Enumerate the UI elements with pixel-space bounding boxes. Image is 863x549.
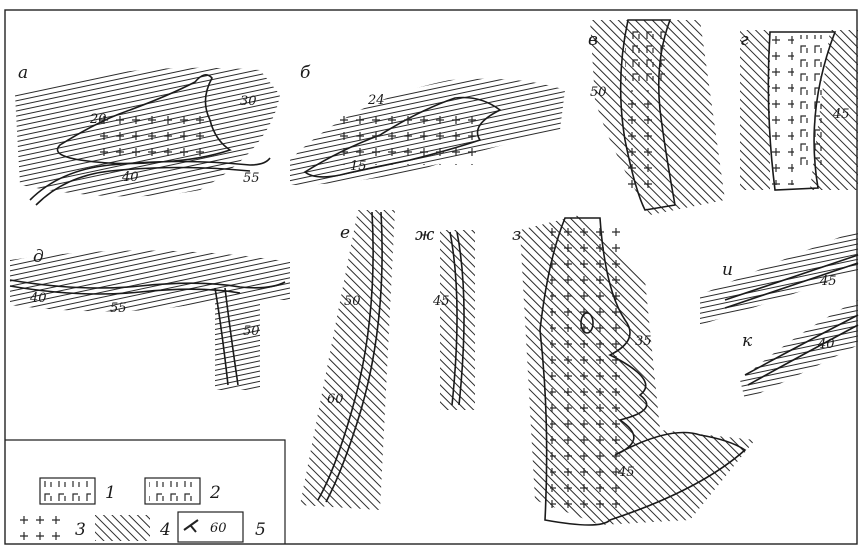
granite-fill <box>100 115 210 160</box>
dip-value: 55 <box>243 171 260 186</box>
dip-value: 15 <box>350 159 367 174</box>
panel-label-e: е <box>340 223 350 243</box>
dip-value: 45 <box>617 465 635 480</box>
legend-number-4: 4 <box>159 520 171 540</box>
legend-number-5: 5 <box>255 520 266 540</box>
legend-item-2: 2 <box>145 478 221 504</box>
panel-k: к 40 <box>740 300 858 400</box>
granite-fill <box>772 35 794 185</box>
panel-label-k: к <box>742 331 753 351</box>
panel-a: а 20 30 40 55 <box>15 63 280 205</box>
dip-value: 50 <box>344 294 361 309</box>
legend-swatch-4 <box>95 515 150 541</box>
panel-label-d: д <box>33 247 44 267</box>
panel-e: е 50 60 <box>300 210 395 510</box>
host-rock-hatch <box>10 250 290 390</box>
panel-i: и 45 <box>700 230 858 325</box>
dip-value: 40 <box>121 170 139 185</box>
panel-v: в 50 <box>588 20 725 215</box>
legend-item-1: 1 <box>40 478 116 504</box>
dip-value: 30 <box>240 94 257 109</box>
panel-d: д 40 55 50 <box>10 247 290 390</box>
legend-number-3: 3 <box>75 520 86 540</box>
dip-value: 45 <box>832 107 850 122</box>
legend-swatch-3 <box>12 515 67 541</box>
legend-item-3: 3 <box>12 515 86 541</box>
dip-value: 40 <box>29 291 47 306</box>
dip-value: 45 <box>819 274 837 289</box>
legend-item-4: 4 <box>95 515 171 541</box>
panel-z: з 35 45 <box>512 215 755 525</box>
legend-swatch-1 <box>44 481 91 501</box>
dip-value: 60 <box>327 392 344 407</box>
granite-fill <box>340 115 480 165</box>
granite-fill <box>625 90 660 190</box>
gabbro-fill <box>794 35 824 165</box>
legend: 1 2 3 4 60 5 <box>12 478 266 542</box>
panel-label-z: з <box>512 225 521 245</box>
gabbro-fill <box>625 25 665 85</box>
host-rock-hatch <box>740 300 858 400</box>
dip-value: 45 <box>432 294 450 309</box>
dip-value: 20 <box>89 112 107 127</box>
legend-number-1: 1 <box>105 483 116 503</box>
panel-label-zh: ж <box>415 225 435 245</box>
legend-swatch-2 <box>149 481 196 501</box>
legend-number-2: 2 <box>209 483 221 503</box>
dip-value: 55 <box>110 301 127 316</box>
dip-value: 50 <box>243 324 260 339</box>
dip-value: 35 <box>635 334 652 349</box>
legend-item-5: 60 5 <box>178 512 266 542</box>
panel-g: г 45 <box>740 30 858 190</box>
panel-label-g: г <box>740 30 749 50</box>
panel-label-a: а <box>18 63 28 83</box>
dip-value: 24 <box>367 93 385 108</box>
panel-zh: ж 45 <box>415 225 475 410</box>
dip-value: 50 <box>590 85 607 100</box>
dip-value: 40 <box>817 337 835 352</box>
granite-fill <box>550 225 620 515</box>
host-rock-hatch <box>300 210 395 510</box>
panel-b: б 24 15 <box>290 63 565 185</box>
panel-label-i: и <box>722 260 733 280</box>
panel-label-b: б <box>300 63 311 83</box>
panel-label-v: в <box>588 30 598 50</box>
legend-sample-dip: 60 <box>210 521 227 536</box>
